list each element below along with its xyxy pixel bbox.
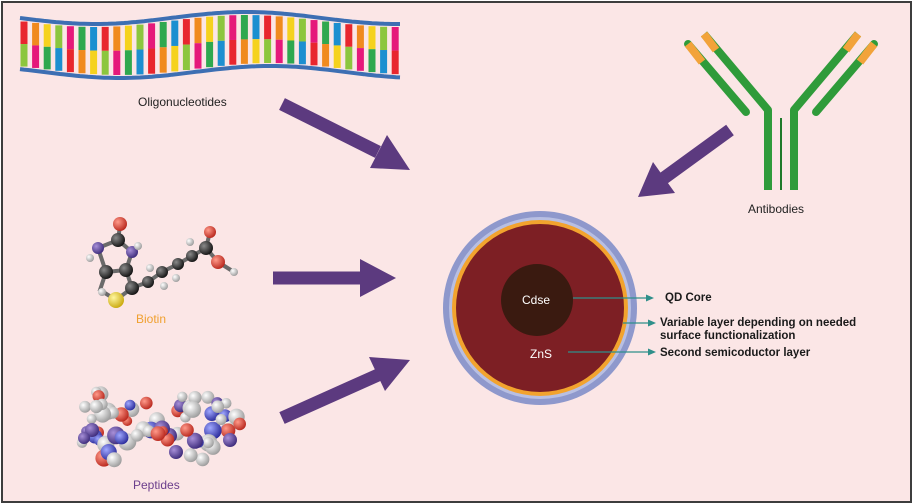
qd-core: [501, 264, 573, 336]
annotation-second-layer: Second semicoductor layer: [660, 347, 811, 359]
antibody-tip-right-inner: [842, 31, 862, 53]
arrows: [273, 98, 734, 424]
quantum-dot: [443, 211, 637, 405]
antibody-tip-left-inner: [700, 31, 720, 53]
label-antibodies: Antibodies: [748, 202, 805, 216]
antibody-tip-left-outer: [684, 41, 706, 65]
antibody-icon: [684, 31, 878, 190]
arrow-biotin: [273, 259, 396, 297]
annotation-qd-core: QD Core: [665, 292, 712, 304]
qd-shell-label: ZnS: [530, 347, 553, 361]
annotation-variable-line1: Variable layer depending on needed: [660, 317, 857, 329]
qd-core-label: Cdse: [522, 293, 551, 307]
label-peptides: Peptides: [133, 478, 180, 492]
label-oligonucleotides: Oligonucleotides: [138, 95, 227, 109]
biotin-molecule-icon: [86, 217, 238, 308]
antibody-heavy-chain-right: [790, 31, 862, 190]
peptide-molecule-icon: [76, 386, 246, 468]
oligonucleotide-dna-icon: [19, 10, 401, 80]
antibody-tip-right-outer: [856, 41, 878, 65]
arrow-oligonucleotides: [279, 98, 410, 170]
arrow-antibodies: [638, 124, 734, 197]
annotation-leaders: [568, 294, 656, 356]
arrow-peptides: [279, 357, 410, 424]
label-biotin: Biotin: [136, 312, 167, 326]
antibody-heavy-chain-left: [700, 31, 772, 190]
annotation-variable-line2: surface functionalization: [660, 330, 796, 342]
